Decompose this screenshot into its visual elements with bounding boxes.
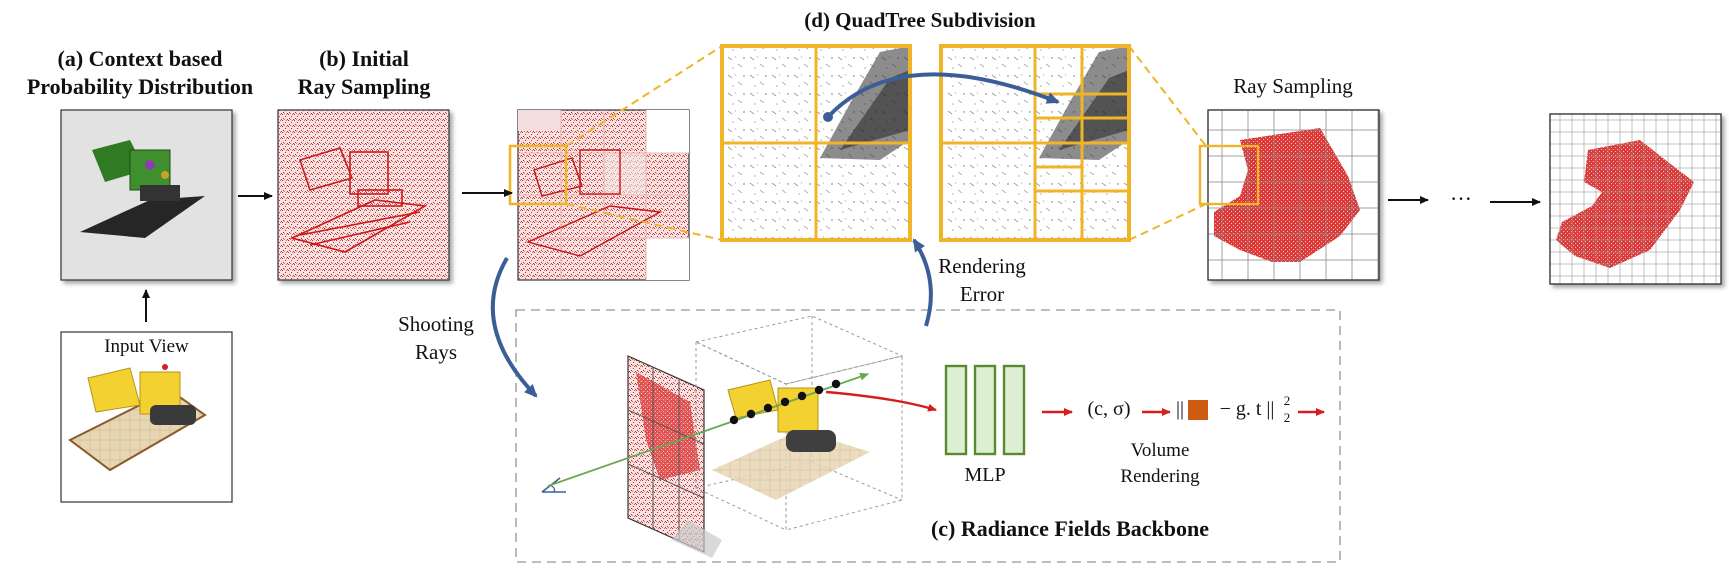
label-shooting-2: Rays	[415, 340, 457, 364]
bulldozer-icon	[68, 364, 207, 472]
ray-sample-points	[729, 379, 841, 425]
initial-ray-sampling-image	[277, 109, 450, 281]
quadtree-panel-before	[720, 44, 912, 242]
label-mlp: MLP	[964, 464, 1006, 486]
ray-sampling-image	[1198, 109, 1380, 281]
input-view-image	[60, 331, 233, 503]
context-probability-image	[60, 109, 233, 281]
label-input-view: Input View	[104, 336, 189, 357]
shooting-rays-arrow	[490, 256, 538, 398]
label-rendering-error-1: Rendering	[938, 254, 1026, 278]
label-ray-sampling: Ray Sampling	[1233, 74, 1353, 98]
zoom-selection-box	[508, 144, 568, 206]
label-volume-2: Rendering	[1120, 466, 1200, 487]
formula-subscript: 2	[1283, 410, 1291, 425]
formula-gt-right: − g. t ||	[1219, 398, 1275, 420]
label-b-line1: (b) Initial	[319, 46, 409, 71]
subdivision-arrow	[826, 72, 1060, 119]
predicted-color-swatch	[1188, 400, 1208, 420]
bulldozer-icon	[80, 140, 205, 238]
final-sampling-image	[1549, 113, 1722, 285]
ellipsis: ···	[1450, 186, 1472, 211]
bulldozer-icon	[712, 379, 870, 500]
ray-sampling-selection-box	[1198, 144, 1260, 206]
label-shooting-1: Shooting	[398, 312, 474, 336]
rendering-error-arrow	[912, 238, 933, 327]
quadtree-sampling-image	[508, 45, 723, 281]
camera-ray	[547, 372, 869, 487]
formula-c-sigma: (c, σ)	[1087, 398, 1131, 420]
bulldozer-wireframe	[289, 147, 428, 253]
label-a-line1: (a) Context based	[57, 46, 223, 71]
label-a-line2: Probability Distribution	[26, 74, 254, 99]
label-d-title: (d) QuadTree Subdivision	[804, 8, 1036, 32]
arrow-samples-to-mlp	[825, 390, 937, 412]
label-b-line2: Ray Sampling	[297, 74, 431, 99]
label-rendering-error-2: Error	[959, 282, 1005, 306]
image-plane	[627, 355, 722, 558]
mlp-block	[944, 364, 1026, 456]
label-c-title: (c) Radiance Fields Backbone	[930, 516, 1210, 541]
label-volume-1: Volume	[1130, 440, 1190, 461]
formula-norm-left: ||	[1175, 398, 1184, 420]
formula-superscript: 2	[1283, 393, 1291, 408]
quadtree-panel-after	[939, 44, 1207, 242]
